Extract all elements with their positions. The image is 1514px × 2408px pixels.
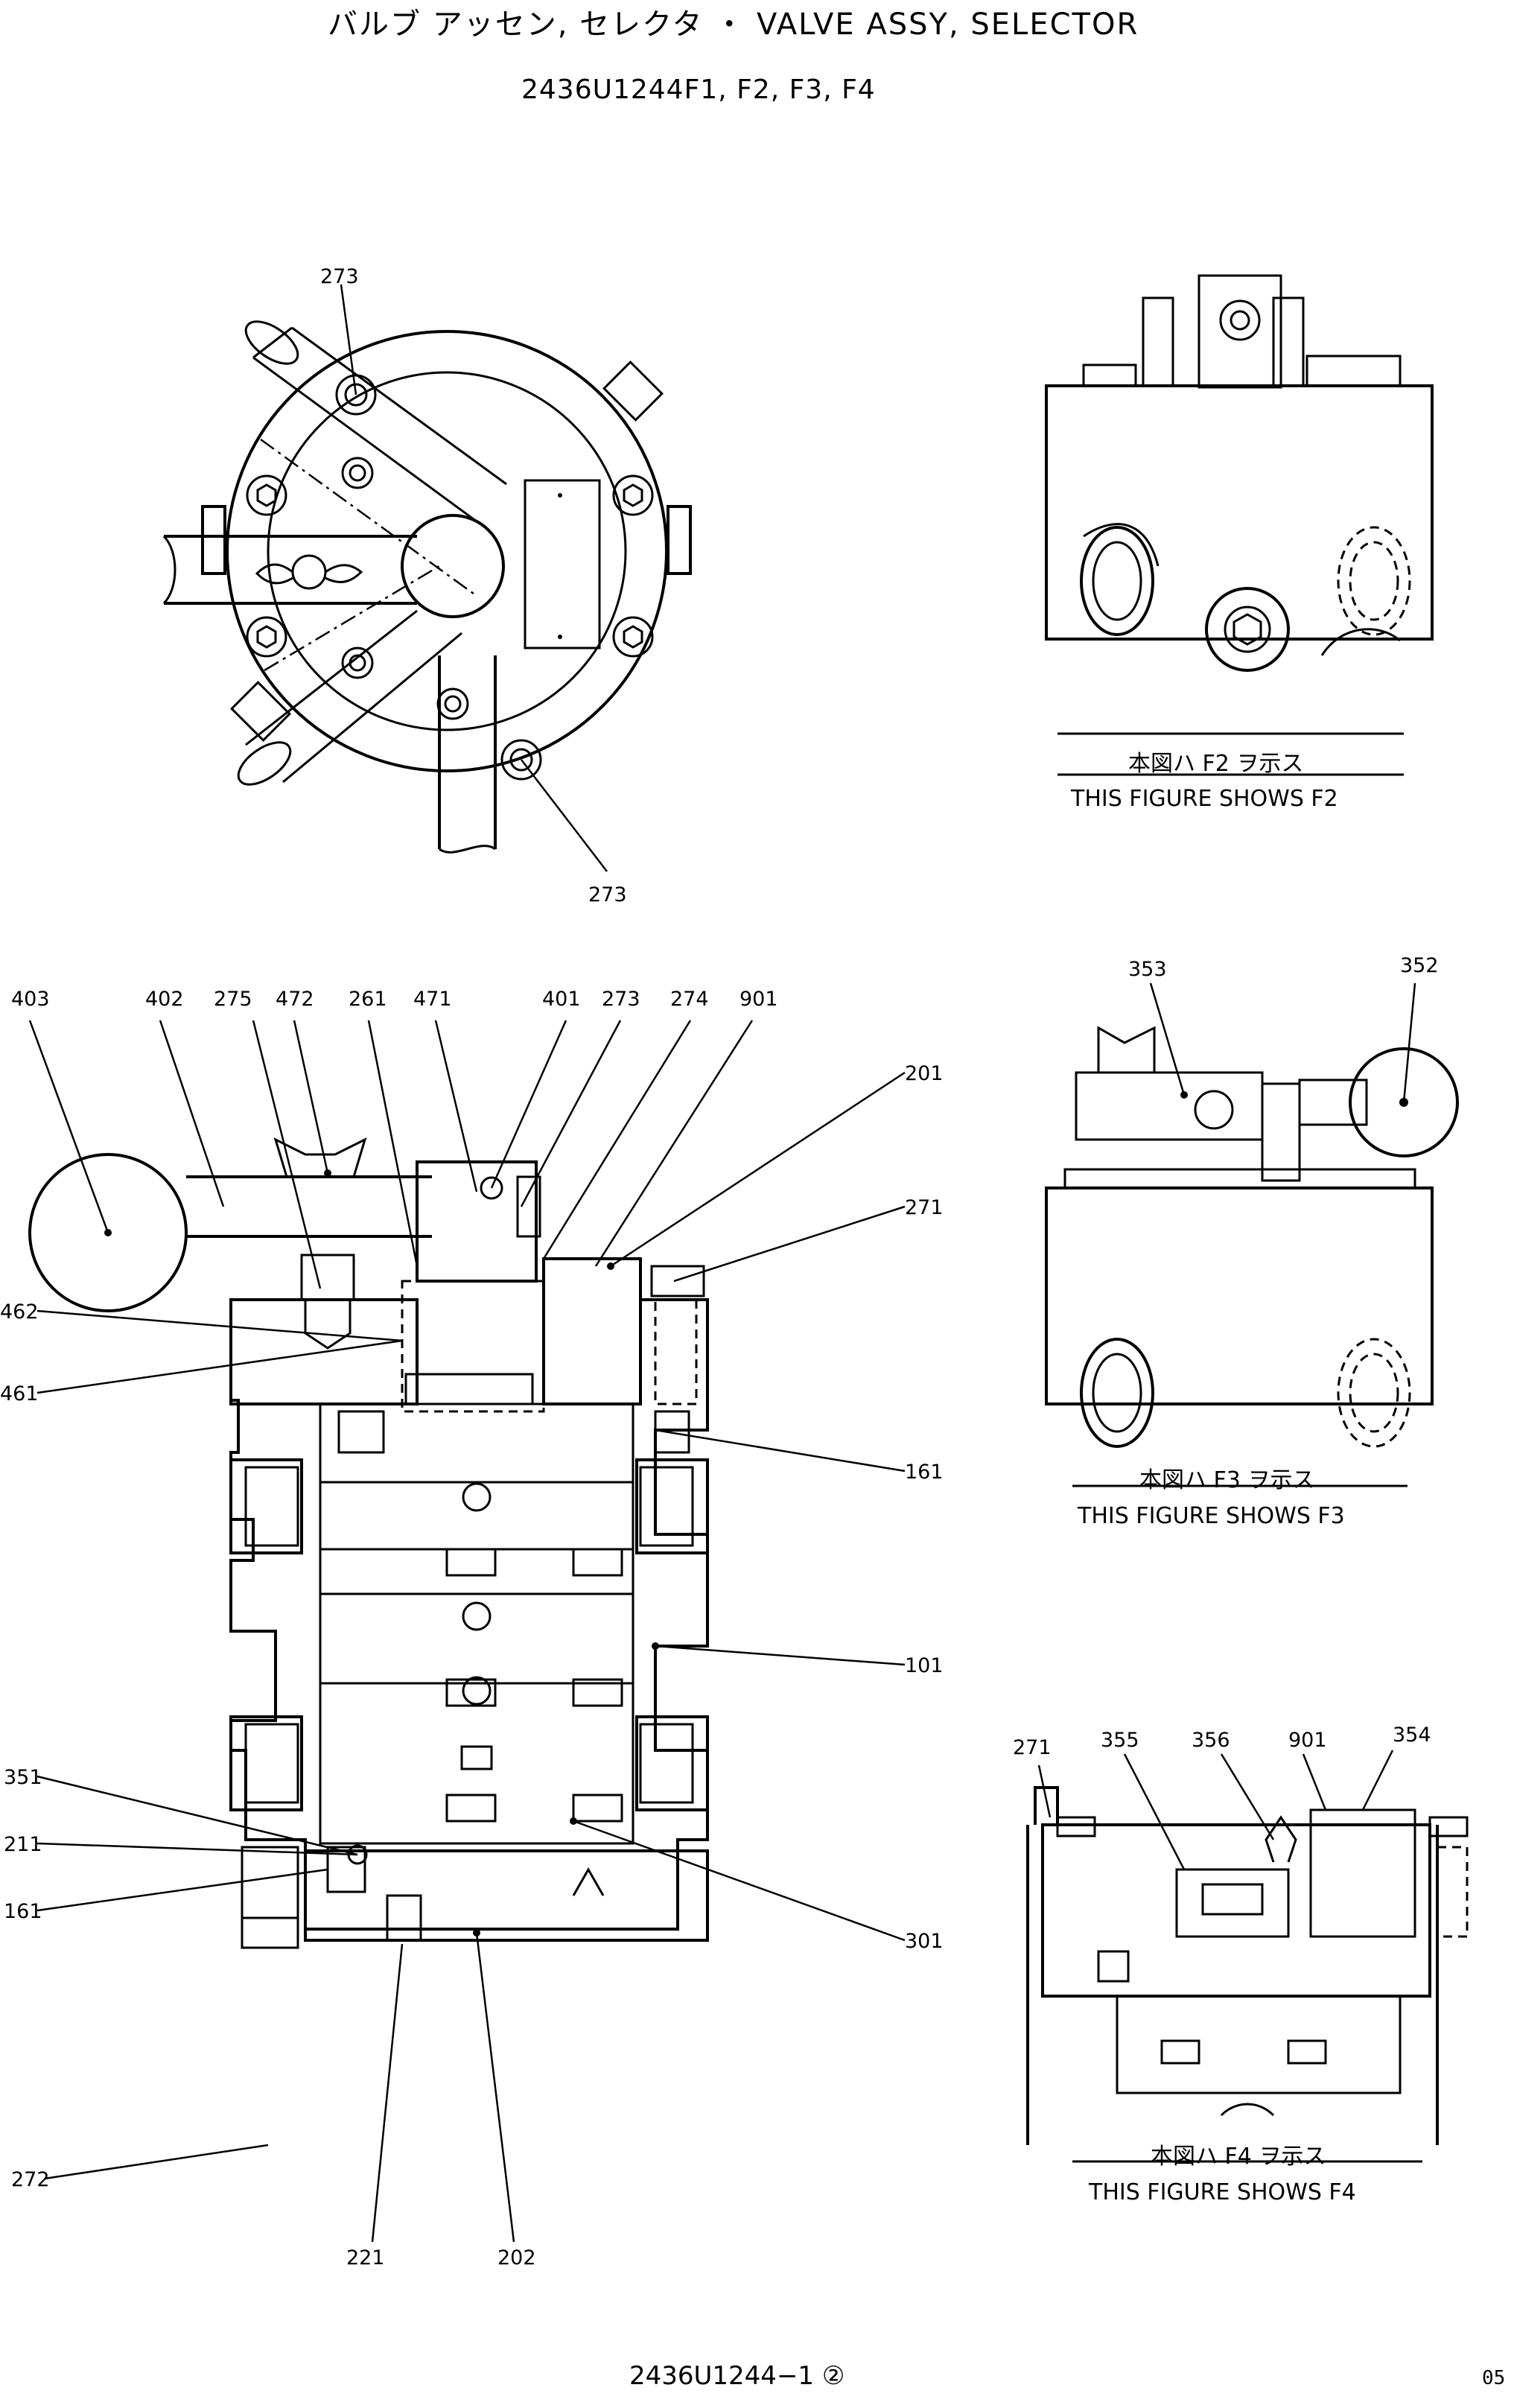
- label-273-top: 273: [320, 265, 359, 288]
- f3-caption-en: THIS FIGURE SHOWS F3: [1078, 1503, 1345, 1529]
- label-101: 101: [905, 1654, 944, 1677]
- f3-view: 353 352: [1045, 954, 1459, 1487]
- label-471: 471: [413, 988, 452, 1011]
- label-161-left: 161: [4, 1900, 42, 1923]
- label-472: 472: [276, 988, 314, 1011]
- label-462: 462: [0, 1300, 39, 1324]
- drawing-number: 2436U1244−1 ②: [629, 2361, 845, 2391]
- section-view: 403 402 275 472 261 471 401 273 274 901 …: [0, 988, 944, 2269]
- label-272: 272: [11, 2168, 50, 2191]
- label-403: 403: [11, 988, 50, 1011]
- label-211: 211: [4, 1833, 42, 1856]
- label-221: 221: [346, 2246, 385, 2269]
- label-274: 274: [670, 988, 709, 1011]
- label-461: 461: [0, 1382, 39, 1405]
- label-273-bottom: 273: [588, 883, 627, 906]
- label-901: 901: [739, 988, 778, 1011]
- label-401: 401: [542, 988, 581, 1011]
- label-f4-271: 271: [1013, 1736, 1052, 1759]
- f3-caption-jp: 本図ハ F3 ヲ示ス: [1139, 1467, 1315, 1493]
- f4-caption-jp: 本図ハ F4 ヲ示ス: [1151, 2144, 1326, 2170]
- f2-caption-jp: 本図ハ F2 ヲ示ス: [1128, 751, 1304, 777]
- f4-caption-en: THIS FIGURE SHOWS F4: [1089, 2179, 1356, 2205]
- label-261: 261: [349, 988, 387, 1011]
- label-353: 353: [1128, 958, 1167, 981]
- f4-view: 271 355 356 901 354: [1013, 1724, 1469, 2163]
- label-355: 355: [1101, 1729, 1139, 1752]
- top-view: 273 273: [162, 265, 692, 906]
- label-202: 202: [497, 2246, 536, 2269]
- f2-view: [1045, 274, 1434, 776]
- label-275: 275: [214, 988, 252, 1011]
- label-402: 402: [145, 988, 184, 1011]
- label-273-section: 273: [602, 988, 640, 1011]
- label-301: 301: [905, 1930, 944, 1953]
- label-161-right: 161: [905, 1461, 944, 1484]
- f2-caption-en: THIS FIGURE SHOWS F2: [1071, 786, 1338, 812]
- page-number: 05: [1482, 2367, 1506, 2389]
- label-f4-901: 901: [1288, 1729, 1327, 1752]
- label-354: 354: [1393, 1724, 1431, 1747]
- label-271: 271: [905, 1196, 944, 1219]
- part-numbers: 2436U1244F1, F2, F3, F4: [521, 74, 876, 105]
- label-356: 356: [1192, 1729, 1230, 1752]
- label-201: 201: [905, 1062, 944, 1085]
- page-title: バルブ アッセン, セレクタ ・ VALVE ASSY, SELECTOR: [328, 7, 1139, 42]
- label-352: 352: [1400, 954, 1439, 977]
- label-351: 351: [4, 1766, 42, 1789]
